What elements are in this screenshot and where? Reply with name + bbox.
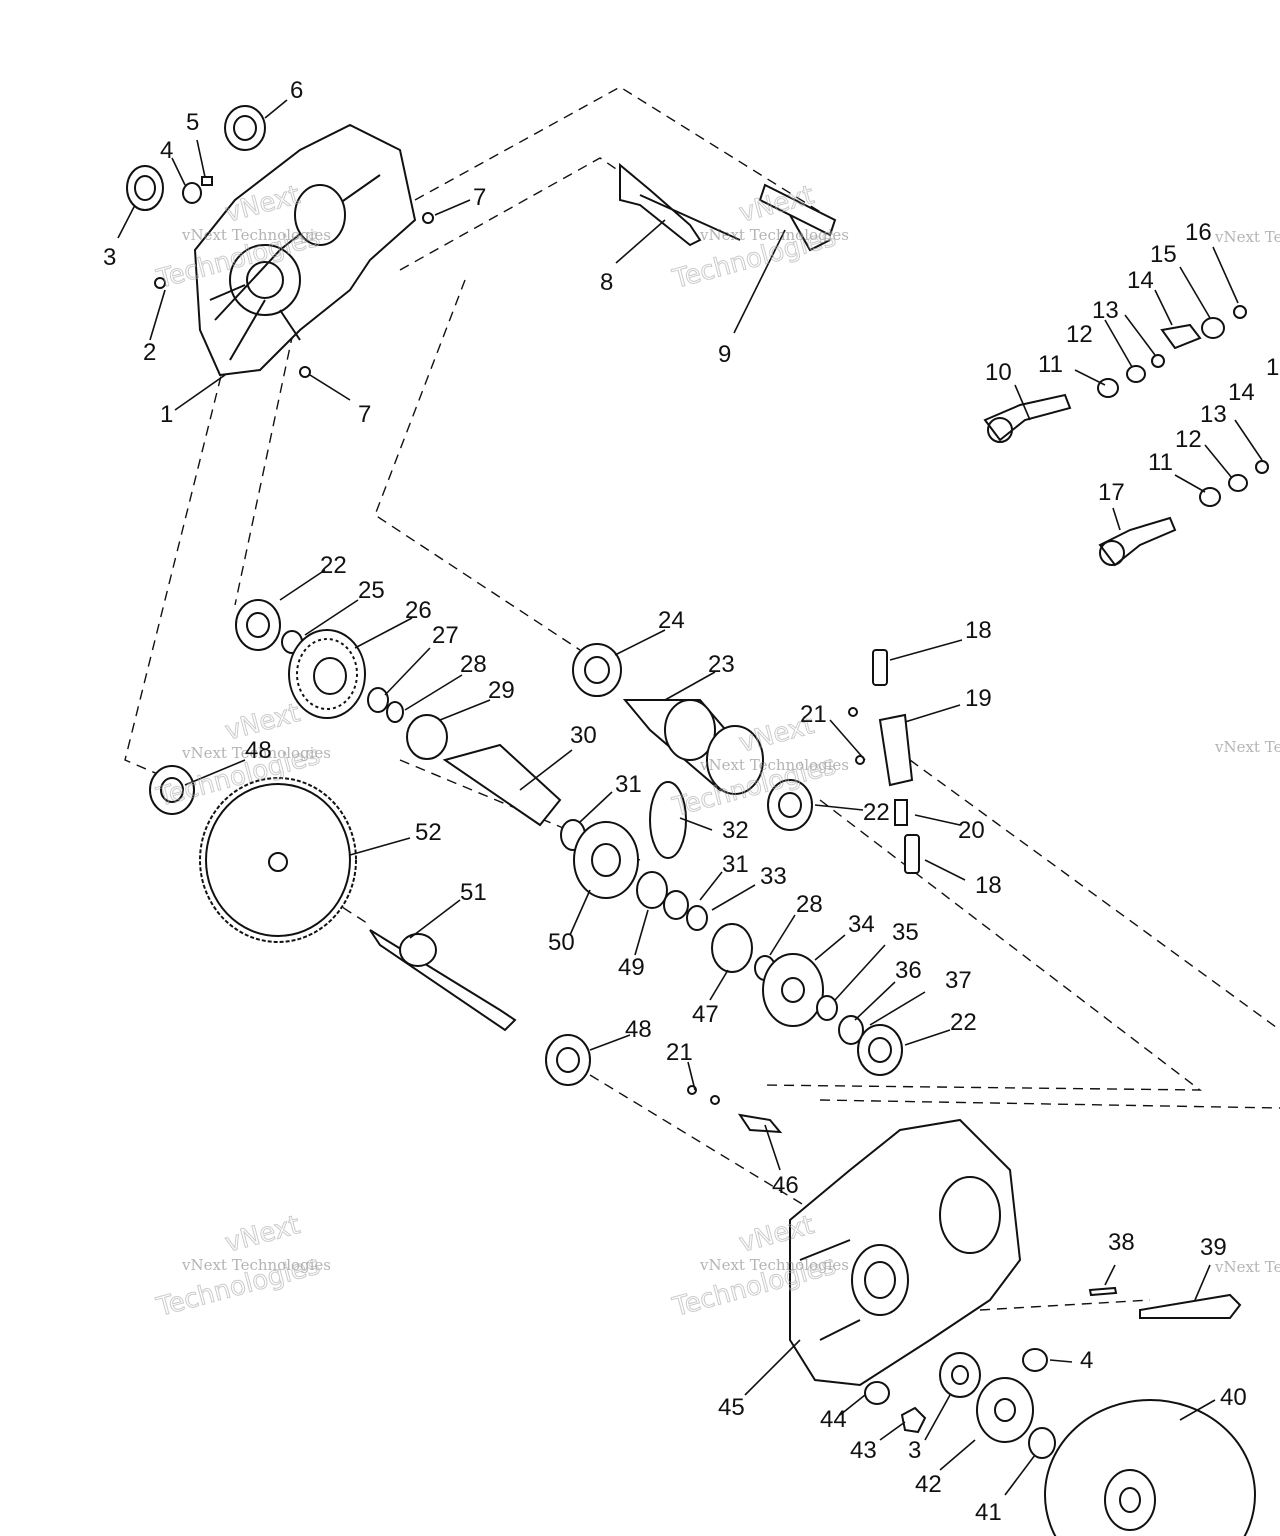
callout-label: 11 — [1148, 449, 1173, 476]
callout-label: 22 — [320, 552, 347, 579]
callout-label: 23 — [708, 651, 735, 678]
callout-label: 18 — [975, 872, 1002, 899]
callout-label: 8 — [600, 269, 613, 296]
watermark-text: vNext Technologies — [699, 756, 849, 774]
callout-label: 31 — [722, 851, 749, 878]
callout-label: 26 — [405, 597, 432, 624]
watermark-text: vNext Technologies — [181, 226, 331, 244]
watermark-text: vNext Technologies — [181, 1256, 331, 1274]
callout-label: 51 — [460, 879, 487, 906]
callout-label: 7 — [473, 184, 486, 211]
callout-label: 7 — [358, 401, 371, 428]
detent-assembly — [767, 649, 920, 874]
callout-label: 25 — [358, 577, 385, 604]
watermark-text: vNext Technologies — [699, 226, 849, 244]
callout-label: 50 — [548, 929, 575, 956]
watermark-text: vNext Technologies — [699, 1256, 849, 1274]
large-gear — [149, 765, 357, 943]
callout-label: 24 — [658, 607, 685, 634]
callout-label: 1 — [160, 401, 173, 428]
callout-label: 17 — [1098, 479, 1125, 506]
callout-label: 14 — [1127, 267, 1154, 294]
callout-label: 46 — [772, 1172, 799, 1199]
callout-label: 38 — [1108, 1229, 1135, 1256]
callout-label: 11 — [1038, 351, 1063, 378]
screws-and-clips — [687, 707, 865, 1134]
watermark-text: vNext Technologies — [1214, 228, 1280, 246]
callout-label: 13 — [1092, 297, 1119, 324]
callout-label: 34 — [848, 911, 875, 938]
callout-label: 39 — [1200, 1234, 1227, 1261]
shift-forks — [619, 162, 837, 252]
callout-label: 15 — [1150, 241, 1177, 268]
callout-label: 28 — [796, 891, 823, 918]
callout-label: 48 — [245, 737, 272, 764]
callout-label: 28 — [460, 651, 487, 678]
callout-label: 16 — [1185, 219, 1212, 246]
callout-label: 36 — [895, 957, 922, 984]
watermark-text: vNext Technologies — [1214, 738, 1280, 756]
callout-label: 21 — [666, 1039, 693, 1066]
callout-label: 22 — [950, 1009, 977, 1036]
callout-label: 33 — [760, 863, 787, 890]
callout-label: 22 — [863, 799, 890, 826]
callout-label: 48 — [625, 1016, 652, 1043]
callout-label: 27 — [432, 622, 459, 649]
watermark-text: vNext Technologies — [181, 744, 331, 762]
callout-label: 40 — [1220, 1384, 1247, 1411]
callout-label: 10 — [985, 359, 1012, 386]
callout-label: 44 — [820, 1406, 847, 1433]
watermark-text: vNext Technologies — [1214, 1258, 1280, 1276]
seals-top-left — [126, 105, 434, 378]
left-case-half — [193, 123, 417, 377]
callout-label: 20 — [958, 817, 985, 844]
output-shaft — [369, 929, 591, 1086]
callout-label: 14 — [1228, 379, 1255, 406]
watermark-word: vNext — [222, 1210, 303, 1259]
callout-labels: 1 2 3 4 5 6 7 7 8 9 10 11 12 13 14 15 16… — [103, 77, 1279, 1526]
callout-label: 6 — [290, 77, 303, 104]
right-case-half — [789, 1118, 1022, 1387]
callout-label: 19 — [965, 685, 992, 712]
shift-shafts-right — [983, 305, 1269, 567]
callout-label: 13 — [1200, 401, 1227, 428]
callout-label: 3 — [103, 244, 116, 271]
callout-label: 29 — [488, 677, 515, 704]
callout-label: 49 — [618, 954, 645, 981]
callout-label: 9 — [718, 341, 731, 368]
callout-label: 2 — [143, 339, 156, 366]
callout-label: 52 — [415, 819, 442, 846]
gear-train-center — [560, 781, 903, 1076]
callout-label: 35 — [892, 919, 919, 946]
callout-label: 4 — [160, 137, 173, 164]
callout-label: 41 — [975, 1499, 1002, 1526]
callout-label: 31 — [615, 771, 642, 798]
callout-label: 18 — [965, 617, 992, 644]
callout-label: 32 — [722, 817, 749, 844]
callout-label: 1 — [1266, 354, 1279, 381]
parts-bottom — [864, 1352, 1256, 1536]
gear-train-upper — [235, 599, 764, 827]
callout-label: 42 — [915, 1471, 942, 1498]
callout-label: 37 — [945, 967, 972, 994]
callout-label: 4 — [1080, 1347, 1093, 1374]
callout-label: 3 — [908, 1437, 921, 1464]
callout-label: 12 — [1175, 426, 1202, 453]
parts-right-bottom — [1022, 1286, 1242, 1372]
leader-lines — [117, 99, 1263, 1496]
callout-label: 21 — [800, 701, 827, 728]
callout-label: 5 — [186, 109, 199, 136]
callout-label: 45 — [718, 1394, 745, 1421]
callout-label: 12 — [1066, 321, 1093, 348]
callout-label: 43 — [850, 1437, 877, 1464]
callout-label: 47 — [692, 1001, 719, 1028]
callout-label: 30 — [570, 722, 597, 749]
